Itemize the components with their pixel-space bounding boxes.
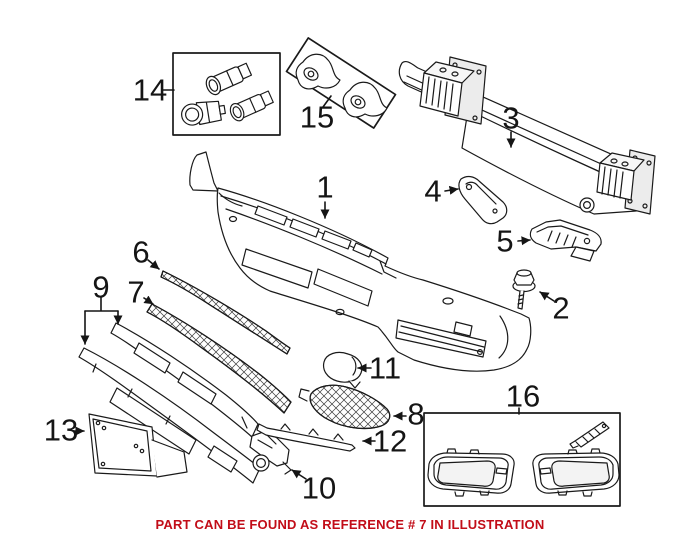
box-sensor-set bbox=[172, 52, 281, 136]
callout-13: 13 bbox=[43, 412, 79, 448]
part-bumper-cover bbox=[189, 151, 532, 372]
callout-6: 6 bbox=[132, 234, 150, 270]
callout-14: 14 bbox=[132, 72, 168, 108]
pdc-sensor bbox=[229, 90, 274, 122]
part-grille-8 bbox=[298, 384, 391, 430]
callout-7: 7 bbox=[127, 274, 145, 310]
callout-8: 8 bbox=[407, 396, 425, 432]
fog-grille-left bbox=[427, 448, 515, 497]
part-impact-bar bbox=[398, 56, 656, 215]
mounting-strip bbox=[569, 421, 610, 449]
sensor-holder-bracket bbox=[295, 53, 341, 90]
callout-2: 2 bbox=[552, 290, 570, 326]
part-bracket-5 bbox=[529, 219, 602, 262]
reference-caption: PART CAN BE FOUND AS REFERENCE # 7 IN IL… bbox=[155, 517, 545, 532]
callout-9: 9 bbox=[92, 269, 110, 305]
pdc-sensor bbox=[181, 100, 226, 126]
box-holder-set bbox=[285, 37, 397, 129]
part-trim-panel-upper bbox=[110, 322, 259, 438]
fog-grille-right bbox=[532, 448, 620, 497]
part-trim-strip bbox=[256, 423, 356, 452]
part-bracket-4 bbox=[458, 175, 508, 225]
callout-5: 5 bbox=[496, 223, 514, 259]
sensor-holder-bracket bbox=[342, 81, 388, 118]
callout-1: 1 bbox=[316, 169, 334, 205]
callout-11: 11 bbox=[368, 350, 402, 386]
part-screw bbox=[512, 269, 536, 310]
callout-16: 16 bbox=[505, 378, 541, 414]
box-fog-grille-set bbox=[423, 412, 621, 507]
part-license-bracket bbox=[88, 413, 188, 478]
callout-10: 10 bbox=[301, 470, 337, 506]
part-grille-6 bbox=[160, 270, 291, 355]
part-tow-hook-cover bbox=[322, 351, 363, 389]
part-grille-7 bbox=[146, 303, 292, 414]
callout-12: 12 bbox=[372, 423, 408, 459]
pdc-sensor bbox=[205, 62, 253, 96]
callout-4: 4 bbox=[424, 173, 442, 209]
part-trim-panel-lower bbox=[78, 347, 261, 484]
leader-lines bbox=[73, 89, 555, 480]
callout-3: 3 bbox=[502, 100, 520, 136]
callout-15: 15 bbox=[299, 99, 335, 135]
